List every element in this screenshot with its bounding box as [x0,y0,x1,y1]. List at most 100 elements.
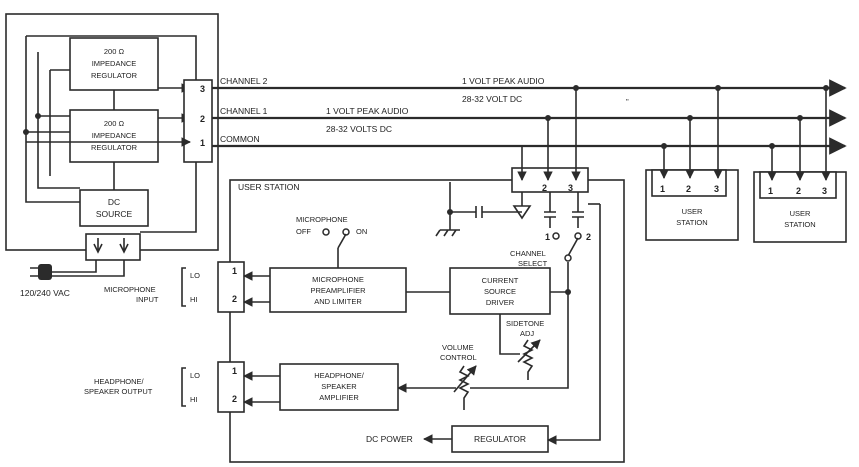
rail-right [140,150,197,233]
mains-voltage-label: 120/240 VAC [20,288,70,298]
mic-switch-label: MICROPHONE [296,215,348,224]
station-a-pin-2: 2 [686,184,691,194]
channel-select-label-2: SELECT [518,259,548,268]
dc-source-box [79,189,149,227]
mic-jack-pin-2: 2 [232,294,237,304]
sidetone-potentiometer[interactable] [522,339,534,380]
hp-output-label-1: HEADPHONE/ [94,377,145,386]
regulator-top-line2: IMPEDANCE [92,59,137,68]
mic-hi-label: HI [190,295,198,304]
regulator-bottom-line3: REGULATOR [91,143,138,152]
rail-outer-left [25,36,96,203]
mains-cord [52,260,97,273]
dc-source-line1: DC [108,197,120,207]
mic-input-label-2: INPUT [136,295,159,304]
volume-label-1: VOLUME [442,343,474,352]
remote-user-station-a: 1 2 3 USER STATION [645,85,739,241]
station-pin-2: 2 [542,183,547,193]
amp-line1: HEADPHONE/ [314,371,365,380]
channel1-coupling-cap [544,192,556,228]
mic-switch-off: OFF [296,227,311,236]
ch1-signal-label: 1 VOLT PEAK AUDIO [326,106,409,116]
user-station-title: USER STATION [238,182,300,192]
bus-label-common: COMMON [220,134,260,144]
amp-line3: AMPLIFIER [319,393,359,402]
preamp-line2: PREAMPLIFIER [310,286,366,295]
terminal-pin-2: 2 [200,114,205,124]
bypass-capacitor [449,182,522,218]
mains-connector [85,233,141,261]
select-pos-2: 2 [586,232,591,242]
station-b-label-1: USER [790,209,811,218]
sidetone-label-2: ADJ [520,329,534,338]
ch1-dc-label: 28-32 VOLTS DC [326,124,392,134]
hp-lo-label: LO [190,371,200,380]
driver-line3: DRIVER [486,298,515,307]
rail-mid-left [37,52,80,189]
station-a-pin-1: 1 [660,184,665,194]
remote-user-station-b: 1 2 3 USER STATION [753,85,847,243]
ground-icon [435,212,460,237]
amp-line2: SPEAKER [321,382,357,391]
bus-label-channel-2: CHANNEL 2 [220,76,268,86]
impedance-regulator-top [69,37,159,91]
station-b-pin-2: 2 [796,186,801,196]
dc-power-label: DC POWER [366,434,413,444]
station-pin-3: 3 [568,183,573,193]
dc-source-line2: SOURCE [96,209,133,219]
hp-hi-label: HI [190,395,198,404]
output-terminal-block [183,79,213,163]
mic-lo-label: LO [190,271,200,280]
station-a-label-2: STATION [676,218,707,227]
stray-mark: " [626,97,629,106]
regulator-top-line1: 200 Ω [104,47,125,56]
station-b-pin-3: 3 [822,186,827,196]
junction-dot [23,129,29,135]
sidetone-label-1: SIDETONE [506,319,544,328]
user-station-enclosure [229,179,625,463]
rail-top [26,35,197,82]
channel-select-label-1: CHANNEL [510,249,546,258]
hp-output-label-2: SPEAKER OUTPUT [84,387,153,396]
select-pos-1: 1 [545,232,550,242]
mic-switch-on: ON [356,227,367,236]
bus-label-channel-1: CHANNEL 1 [220,106,268,116]
driver-line2: SOURCE [484,287,516,296]
power-supply-unit: 200 Ω IMPEDANCE REGULATOR 200 Ω IMPEDANC… [5,13,219,298]
preamp-line3: AND LIMITER [314,297,362,306]
ch2-dc-label: 28-32 VOLT DC [462,94,522,104]
mic-on-off-switch[interactable] [337,233,347,249]
mic-input-label-1: MICROPHONE [104,285,156,294]
plug-icon [30,264,52,280]
hp-jack-pin-2: 2 [232,394,237,404]
headphone-output-jack[interactable] [217,361,245,413]
driver-line1: CURRENT [482,276,519,285]
channel-select-switch[interactable] [567,237,579,257]
preamp-line1: MICROPHONE [312,275,364,284]
station-b-label-2: STATION [784,220,815,229]
mic-input-jack[interactable] [217,261,245,313]
volume-potentiometer[interactable] [458,365,470,410]
volume-label-2: CONTROL [440,353,477,362]
station-b-pin-1: 1 [768,186,773,196]
mic-preamp-box [269,267,407,313]
station-a-pin-3: 3 [714,184,719,194]
dc-feed-to-regulator [547,204,601,445]
channel2-coupling-cap [572,192,584,228]
current-source-driver-box [449,267,551,315]
terminal-pin-3: 3 [200,84,205,94]
user-station-main: USER STATION 2 3 1 2 CHANNEL SELECT MICR… [84,85,625,463]
hp-jack-pin-1: 1 [232,366,237,376]
terminal-pin-1: 1 [200,138,205,148]
station-a-label-1: USER [682,207,703,216]
mic-jack-pin-1: 1 [232,266,237,276]
intercom-bus: CHANNEL 2 CHANNEL 1 COMMON 1 VOLT PEAK A… [212,76,847,155]
regulator-top-line3: REGULATOR [91,71,138,80]
diode-icon [512,205,532,220]
headphone-amplifier-box [279,363,399,411]
ch2-signal-label: 1 VOLT PEAK AUDIO [462,76,545,86]
station-regulator-label: REGULATOR [474,434,526,444]
regulator-bottom-line1: 200 Ω [104,119,125,128]
regulator-bottom-line2: IMPEDANCE [92,131,137,140]
